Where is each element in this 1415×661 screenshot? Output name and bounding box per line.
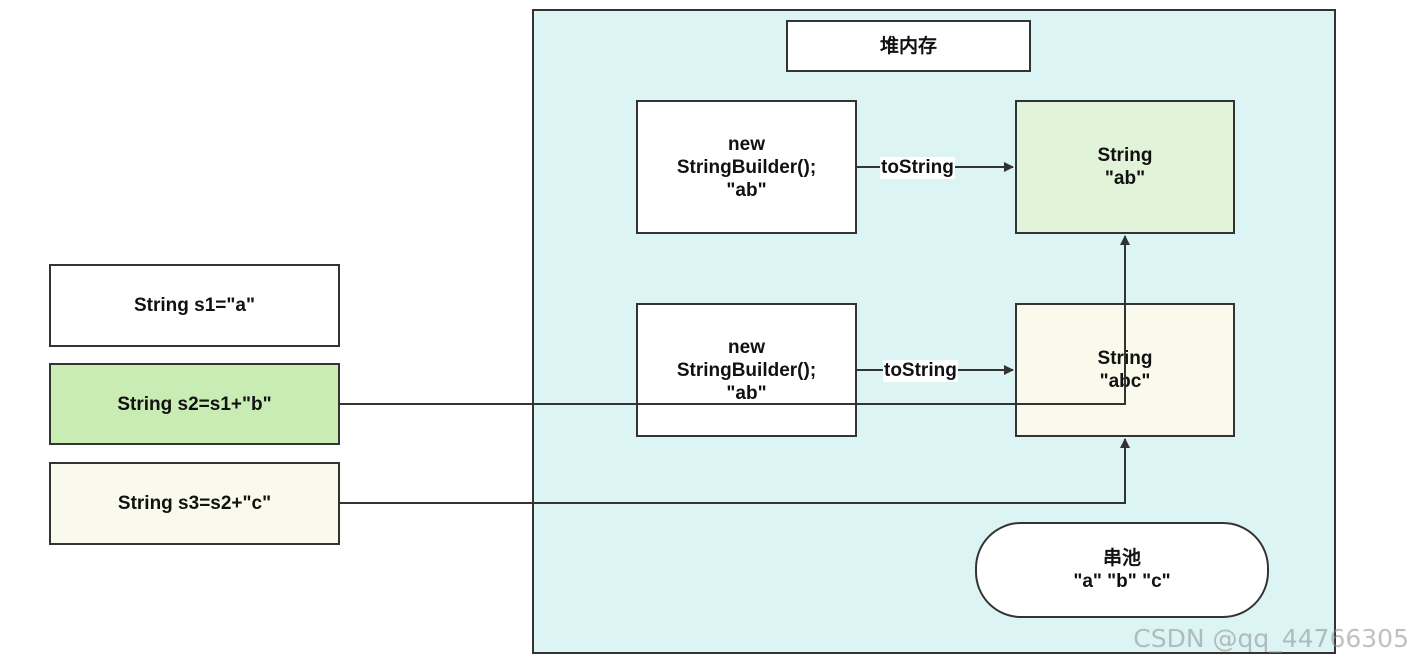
variable-s1-text: String s1="a" bbox=[134, 295, 255, 316]
string-abc-node: String "abc" bbox=[1015, 303, 1235, 437]
stringbuilder-node-2-text: new StringBuilder(); "ab" bbox=[676, 336, 817, 404]
heap-title-text: 堆内存 bbox=[879, 35, 937, 57]
stringbuilder-node-1-text: new StringBuilder(); "ab" bbox=[676, 133, 817, 201]
variable-s3-node: String s3=s2+"c" bbox=[49, 462, 340, 545]
stringbuilder-node-2: new StringBuilder(); "ab" bbox=[636, 303, 857, 437]
tostring-label-1: toString bbox=[880, 157, 955, 179]
variable-s1-node: String s1="a" bbox=[49, 264, 340, 347]
string-pool-node: 串池 "a" "b" "c" bbox=[975, 522, 1269, 618]
variable-s2-node: String s2=s1+"b" bbox=[49, 363, 340, 445]
variable-s3-text: String s3=s2+"c" bbox=[117, 493, 272, 514]
stringbuilder-node-1: new StringBuilder(); "ab" bbox=[636, 100, 857, 234]
string-ab-node: String "ab" bbox=[1015, 100, 1235, 234]
string-ab-node-text: String "ab" bbox=[1097, 145, 1153, 189]
variable-s2-text: String s2=s1+"b" bbox=[117, 393, 272, 415]
tostring-label-2: toString bbox=[883, 360, 958, 382]
heap-title: 堆内存 bbox=[786, 20, 1031, 72]
string-pool-node-text: 串池 "a" "b" "c" bbox=[1073, 548, 1171, 592]
watermark: CSDN @qq_44766305 bbox=[1133, 624, 1409, 653]
string-abc-node-text: String "abc" bbox=[1097, 348, 1153, 392]
